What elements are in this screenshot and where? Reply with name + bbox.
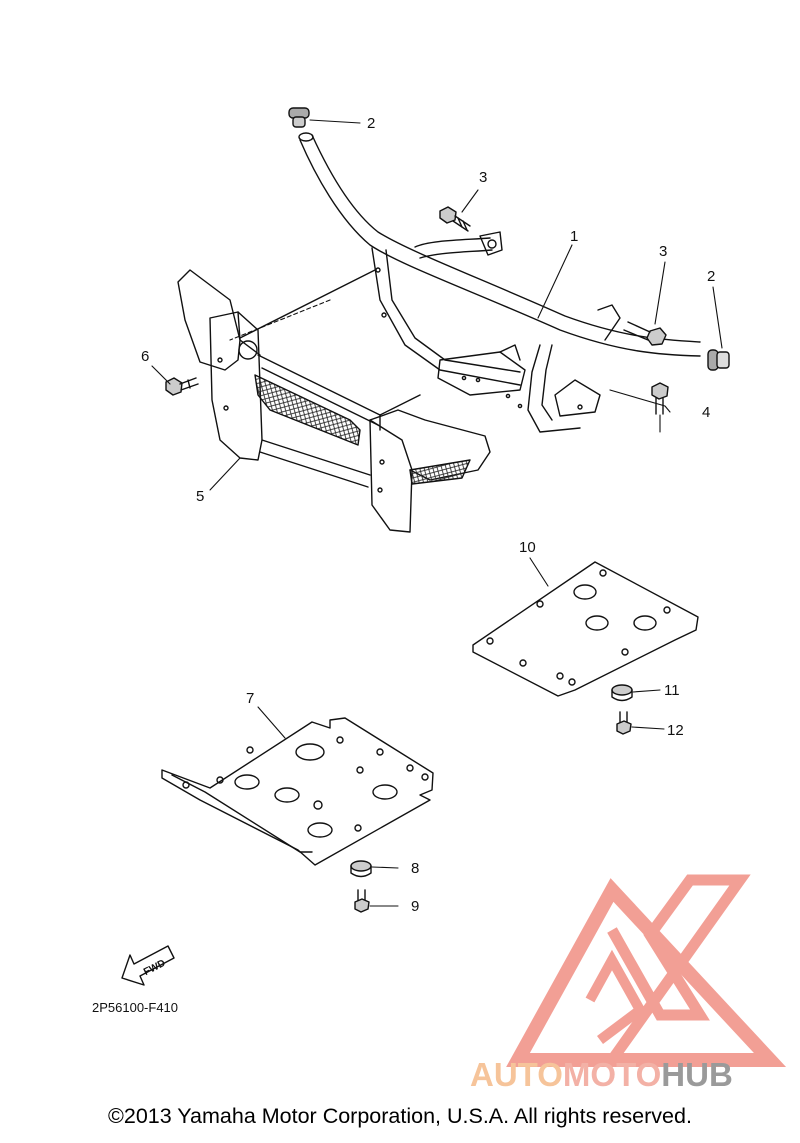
plug-cap-2b bbox=[707, 349, 730, 371]
bolt-12 bbox=[616, 711, 632, 735]
front-guard-panel bbox=[177, 269, 491, 533]
watermark-hub: HUB bbox=[661, 1056, 733, 1093]
callout-4-bolt: 4 bbox=[702, 404, 711, 421]
plug-cap-2a bbox=[288, 107, 310, 128]
copyright-notice: ©2013 Yamaha Motor Corporation, U.S.A. A… bbox=[108, 1104, 692, 1128]
watermark-auto: AUTO bbox=[470, 1056, 563, 1093]
callout-5-guard: 5 bbox=[196, 488, 205, 505]
bolt-4 bbox=[651, 382, 669, 415]
skid-plate-rear bbox=[472, 561, 699, 697]
fwd-arrow-icon bbox=[121, 945, 175, 986]
callout-3-bolt-top: 3 bbox=[479, 169, 488, 186]
bolt-6 bbox=[165, 377, 199, 396]
bolt-3b bbox=[623, 321, 667, 346]
automotohub-logo bbox=[506, 874, 787, 1067]
leader-lines bbox=[151, 119, 723, 907]
skid-plate-front bbox=[161, 717, 434, 866]
collar-11 bbox=[611, 684, 633, 702]
callout-10-plate: 10 bbox=[519, 539, 536, 556]
watermark-moto: MOTO bbox=[562, 1056, 662, 1093]
callout-11-collar: 11 bbox=[664, 682, 680, 699]
callout-1-frame: 1 bbox=[570, 228, 579, 245]
collar-8 bbox=[350, 860, 372, 878]
callout-6-bolt: 6 bbox=[141, 348, 150, 365]
callout-7-plate: 7 bbox=[246, 690, 255, 707]
callout-9-bolt: 9 bbox=[411, 898, 420, 915]
drawing-code: 2P56100-F410 bbox=[92, 1000, 179, 1015]
bolt-3a bbox=[439, 206, 471, 232]
bolt-9 bbox=[354, 889, 370, 913]
callout-8-collar: 8 bbox=[411, 860, 420, 877]
callout-2-plug-right: 2 bbox=[707, 268, 716, 285]
automotohub-watermark: AUTOMOTOHUB bbox=[470, 1058, 733, 1091]
bumper-tube-frame bbox=[298, 132, 701, 433]
callout-12-bolt: 12 bbox=[667, 722, 684, 739]
callout-3-bolt-right: 3 bbox=[659, 243, 668, 260]
callout-2-plug-top: 2 bbox=[367, 115, 376, 132]
